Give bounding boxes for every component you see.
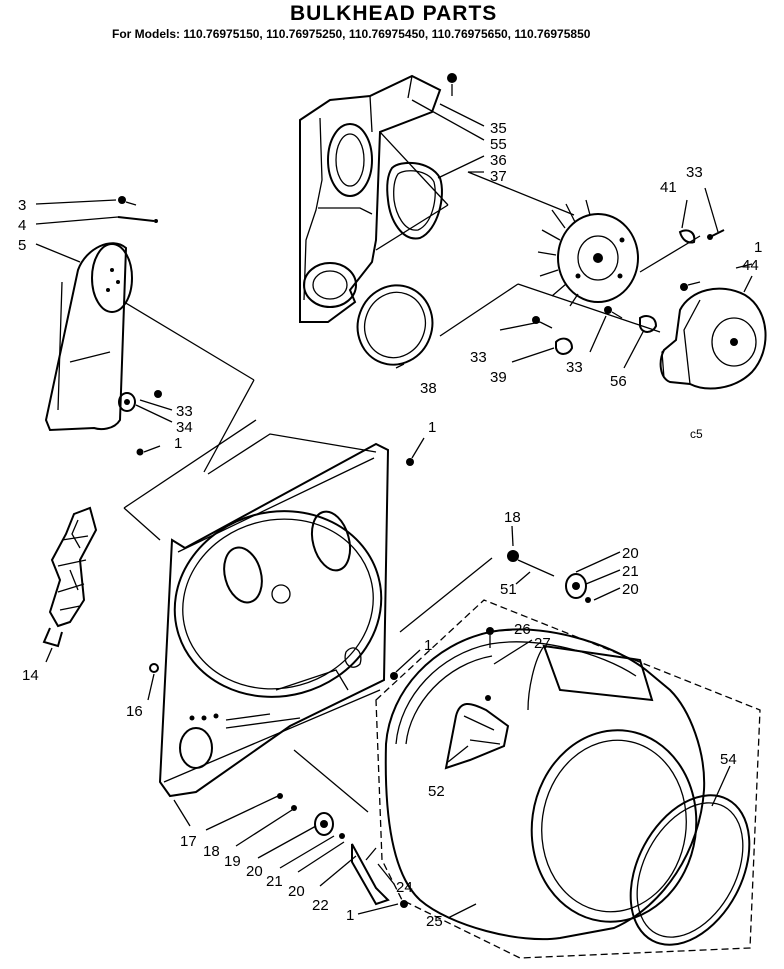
callout-1-panel-top: 1 [428,419,436,436]
callout-44: 44 [742,257,759,274]
callout-33-left: 33 [470,349,487,366]
callout-39: 39 [490,369,507,386]
callout-26: 26 [514,621,531,638]
screw-33-arm-icon [154,390,162,398]
lower-guide-line [293,749,369,813]
callout-54: 54 [720,751,737,768]
callout-4: 4 [18,217,26,234]
callout-33-arm: 33 [176,403,193,420]
harness-14 [42,506,98,648]
callout-27: 27 [534,635,551,652]
callout-18-right: 18 [504,509,521,526]
page-title: BULKHEAD PARTS [290,2,498,25]
drum-seal-54 [629,794,751,946]
arm-guide-line [123,301,255,381]
callout-24: 24 [396,879,413,896]
blower-wheel [537,199,639,307]
callout-18-left: 18 [203,843,220,860]
panel-guide-line-2 [123,419,257,509]
screw-3-icon [118,196,137,206]
screw-33-left-icon [532,316,553,329]
callout-38: 38 [420,380,437,397]
callout-52: 52 [428,783,445,800]
callout-36: 36 [490,152,507,169]
callout-20-left-a: 20 [246,863,263,880]
callout-16: 16 [126,703,143,720]
callout-20-right-a: 20 [622,545,639,562]
screw-33-mid-icon [604,306,623,319]
panel-guide-line [207,433,377,475]
spring-4-icon [117,216,158,223]
nut-16-icon [149,663,159,673]
callout-20-left-b: 20 [288,883,305,900]
models-line: For Models: 110.76975150, 110.76975250, … [112,27,591,41]
callout-56: 56 [610,373,627,390]
callout-21-right: 21 [622,563,639,580]
screw-1-arm-icon [136,445,161,456]
washer-20-icon [585,597,591,603]
callout-51: 51 [500,581,517,598]
callout-21-left: 21 [266,873,283,890]
callout-55: 55 [490,136,507,153]
callout-20-right-b: 20 [622,581,639,598]
callout-19: 19 [224,853,241,870]
callout-1-arm: 1 [174,435,182,452]
screw-1-panel-top-icon [406,437,425,466]
screw-35-icon [447,73,457,96]
callout-3: 3 [18,197,26,214]
panel-guide-line-3 [123,507,161,541]
roller-21-icon [565,573,587,599]
pulley-34-icon [118,392,136,412]
clip-41-icon [678,229,696,244]
duct-assembly [299,74,449,323]
callout-33-mid: 33 [566,359,583,376]
callout-1-panel-low: 1 [424,637,432,654]
screw-1-blower-icon [680,281,701,291]
callout-33-top: 33 [686,164,703,181]
blower-guide-line-2 [517,283,661,333]
screw-26-icon [486,627,494,648]
screw-33-top-icon [707,229,725,240]
bulkhead-panel [158,442,390,798]
blower-housing [659,287,767,390]
callout-22: 22 [312,897,329,914]
duct-seal-36 [386,161,443,240]
washer-39-icon [555,337,574,355]
callout-17: 17 [180,833,197,850]
clip-56-icon [639,315,658,333]
drum-group-outline [375,599,761,959]
callout-25: 25 [426,913,443,930]
roller-guide-line [399,557,493,633]
callout-5: 5 [18,237,26,254]
corner-code: c5 [690,427,703,441]
idler-arm [44,242,133,432]
roller-shaft-18-icon [507,550,555,577]
callout-34: 34 [176,419,193,436]
callout-41: 41 [660,179,677,196]
callout-37: 37 [490,168,507,185]
leader-lines [35,99,753,919]
callout-labels: 35 55 36 37 33 41 1 44 3 4 5 33 34 1 38 … [18,120,762,930]
callout-35: 35 [490,120,507,137]
blower-guide-line [639,235,701,273]
arm-guide-line-2 [203,379,255,473]
callout-1-bottom: 1 [346,907,354,924]
duct-guide-line [439,283,519,337]
duct-seal-38 [356,284,434,366]
callout-14: 14 [22,667,39,684]
screw-1-panel-low-icon [390,649,421,680]
callout-1-blower: 1 [754,239,762,256]
